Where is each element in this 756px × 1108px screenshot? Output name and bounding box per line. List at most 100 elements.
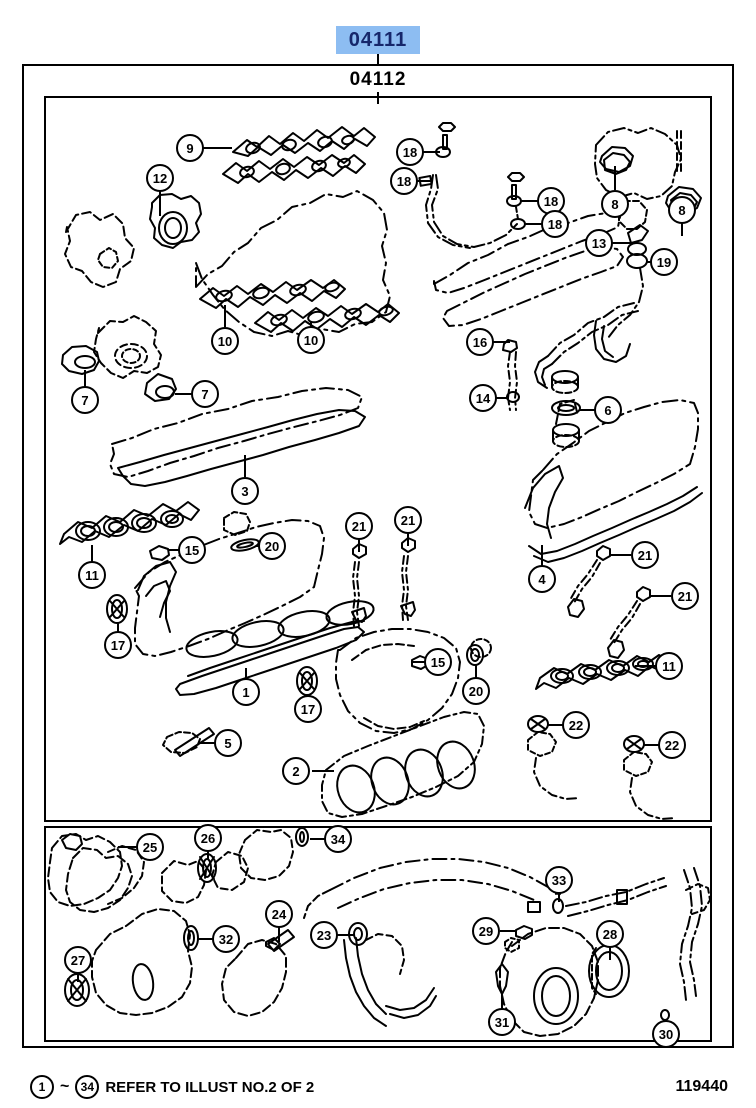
callout-21b[interactable]: 21 [394,506,422,534]
callout-16[interactable]: 16 [466,328,494,356]
callout-8b[interactable]: 8 [668,196,696,224]
leader-line-4 [541,545,543,569]
header-connector-lower [377,92,379,104]
leader-line-25 [118,846,140,848]
callout-1[interactable]: 1 [232,678,260,706]
callout-7a[interactable]: 7 [71,386,99,414]
callout-27[interactable]: 27 [64,946,92,974]
callout-4[interactable]: 4 [528,565,556,593]
outer-diagram-border [22,64,734,1048]
leader-line-13 [611,242,633,244]
leader-line-18c [521,200,539,202]
callout-26[interactable]: 26 [194,824,222,852]
callout-18d[interactable]: 18 [541,210,569,238]
callout-20b[interactable]: 20 [462,677,490,705]
leader-line-16 [492,341,510,343]
leader-line-9 [200,147,232,149]
leader-line-8b [681,214,683,236]
callout-13[interactable]: 13 [585,229,613,257]
leader-line-8a [614,166,616,190]
callout-19[interactable]: 19 [650,248,678,276]
callout-24[interactable]: 24 [265,900,293,928]
leader-line-18b [416,180,432,182]
callout-20a[interactable]: 20 [258,532,286,560]
callout-25[interactable]: 25 [136,833,164,861]
leader-line-14 [495,397,509,399]
callout-21c[interactable]: 21 [631,541,659,569]
callout-10a[interactable]: 10 [211,327,239,355]
leader-line-21a [358,534,360,552]
callout-33[interactable]: 33 [545,866,573,894]
callout-22b[interactable]: 22 [658,731,686,759]
leader-line-7a [84,370,86,388]
leader-line-2 [312,770,334,772]
callout-8a[interactable]: 8 [601,190,629,218]
callout-7b[interactable]: 7 [191,380,219,408]
footer-range-start-bubble: 1 [30,1075,54,1099]
leader-line-26 [207,846,209,860]
footer-range-end-bubble: 34 [75,1075,100,1099]
leader-line-3 [244,455,246,477]
lower-illustration-panel [44,826,712,1042]
leader-line-27 [77,968,79,982]
callout-15a[interactable]: 15 [178,536,206,564]
leader-line-32 [198,938,216,940]
callout-18c[interactable]: 18 [537,187,565,215]
callout-14[interactable]: 14 [469,384,497,412]
callout-28[interactable]: 28 [596,920,624,948]
callout-34[interactable]: 34 [324,825,352,853]
callout-3[interactable]: 3 [231,477,259,505]
callout-9[interactable]: 9 [176,134,204,162]
callout-22a[interactable]: 22 [562,711,590,739]
callout-11b[interactable]: 11 [655,652,683,680]
callout-31[interactable]: 31 [488,1008,516,1036]
callout-2[interactable]: 2 [282,757,310,785]
footer-legend: 1 ~ 34 REFER TO ILLUST NO.2 OF 2 [30,1075,315,1099]
leader-line-31 [501,992,503,1010]
leader-line-20b [475,665,477,681]
callout-15b[interactable]: 15 [424,648,452,676]
leader-line-11b [635,665,657,667]
callout-21a[interactable]: 21 [345,512,373,540]
callout-18b[interactable]: 18 [390,167,418,195]
sheet-number: 119440 [675,1078,728,1095]
leader-line-10a [224,305,226,327]
callout-10b[interactable]: 10 [297,326,325,354]
main-illustration-panel [44,96,712,822]
callout-6[interactable]: 6 [594,396,622,424]
footer-note-text: REFER TO ILLUST NO.2 OF 2 [105,1078,315,1096]
callout-30[interactable]: 30 [652,1020,680,1048]
leader-line-15b [412,661,428,663]
leader-line-12 [159,190,161,216]
leader-line-33 [558,890,560,902]
leader-line-1 [245,668,247,686]
leader-line-29 [500,930,516,932]
leader-line-18a [422,151,440,153]
callout-11a[interactable]: 11 [78,561,106,589]
leader-line-22b [644,744,662,746]
part-number-04112[interactable]: 04112 [336,68,420,92]
leader-line-11a [91,545,93,567]
callout-12[interactable]: 12 [146,164,174,192]
callout-17b[interactable]: 17 [294,695,322,723]
callout-5[interactable]: 5 [214,729,242,757]
part-number-04111-highlighted[interactable]: 04111 [336,26,420,54]
callout-23[interactable]: 23 [310,921,338,949]
callout-32[interactable]: 32 [212,925,240,953]
leader-line-5 [200,742,218,744]
callout-21d[interactable]: 21 [671,582,699,610]
leader-line-21d [651,595,671,597]
leader-line-28 [609,942,611,960]
leader-line-24 [278,922,280,942]
leader-line-7b [175,393,193,395]
leader-line-6 [580,409,598,411]
callout-17a[interactable]: 17 [104,631,132,659]
leader-line-21c [611,554,631,556]
leader-line-34 [310,838,328,840]
callout-29[interactable]: 29 [472,917,500,945]
leader-line-22a [548,724,566,726]
callout-18a[interactable]: 18 [396,138,424,166]
footer-range-tilde: ~ [60,1078,70,1095]
